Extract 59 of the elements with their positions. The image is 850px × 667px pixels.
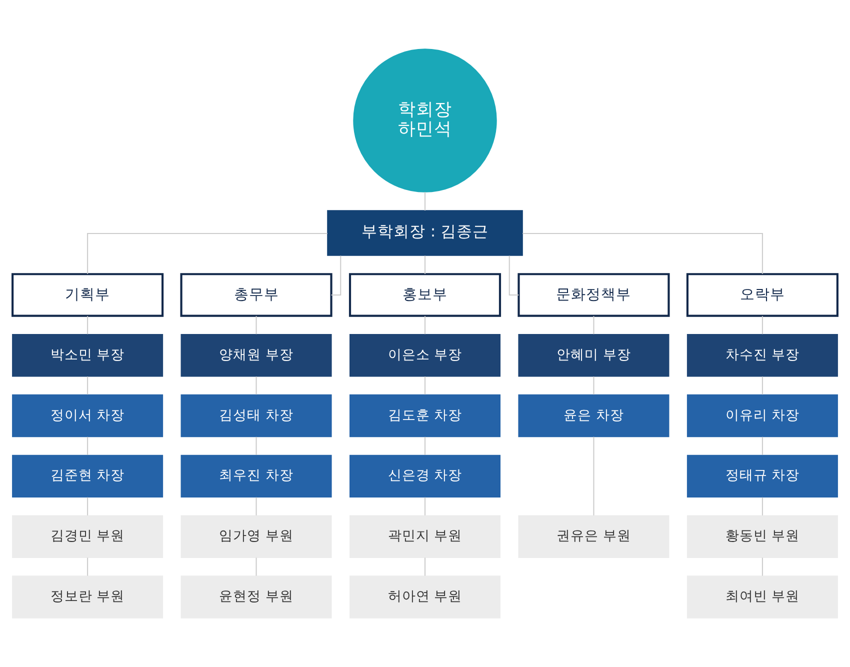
connector: [424, 497, 426, 516]
node-box: 정이서 차장: [12, 394, 164, 438]
connector: [424, 558, 426, 576]
connector: [331, 256, 342, 296]
node-box: 차수진 부장: [686, 334, 838, 377]
node-box: 김준현 차장: [12, 454, 164, 498]
connector: [87, 436, 88, 455]
connector: [87, 376, 88, 395]
node-box: 정태규 차장: [686, 454, 838, 498]
node-box: 김도훈 차장: [350, 394, 500, 438]
node-box: 윤은 차장: [518, 394, 670, 438]
connector: [762, 376, 763, 395]
connector: [256, 316, 257, 334]
node-box: 이유리 차장: [686, 394, 838, 438]
node-box: 윤현정 부원: [180, 576, 332, 618]
connector: [508, 256, 519, 296]
connector: [87, 558, 88, 576]
node-box: 곽민지 부원: [350, 515, 500, 558]
node-box: 김경민 부원: [12, 515, 164, 558]
connector: [256, 376, 257, 395]
node-box: 문화정책부: [518, 273, 670, 317]
node-box: 이은소 부장: [350, 334, 500, 377]
connector: [522, 233, 763, 274]
connector: [593, 316, 594, 334]
connector: [424, 376, 426, 395]
node-box: 황동빈 부원: [686, 515, 838, 558]
connector: [762, 436, 763, 455]
node-box: 기획부: [12, 273, 164, 317]
node-box: 양채원 부장: [180, 334, 332, 377]
connector: [87, 233, 328, 274]
node-box: 정보란 부원: [12, 576, 164, 618]
node-box: 안혜미 부장: [518, 334, 670, 377]
node-box: 신은경 차장: [350, 454, 500, 498]
connector: [87, 497, 88, 516]
node-box: 부학회장 : 김종근: [327, 210, 523, 256]
connector: [256, 436, 257, 455]
connector: [424, 316, 426, 334]
connector: [87, 316, 88, 334]
node-box: 허아연 부원: [350, 576, 500, 618]
connector: [762, 558, 763, 576]
node-box: 권유은 부원: [518, 515, 670, 558]
connector: [424, 436, 426, 455]
connector: [593, 436, 594, 516]
connector: [424, 192, 426, 211]
connector: [424, 256, 426, 274]
node-box: 최우진 차장: [180, 454, 332, 498]
node-box: 최여빈 부원: [686, 576, 838, 618]
connector: [256, 497, 257, 516]
node-box: 홍보부: [348, 273, 502, 317]
connector: [762, 497, 763, 516]
connector: [593, 376, 594, 395]
connector: [256, 558, 257, 576]
node-box: 김성태 차장: [180, 394, 332, 438]
node-box: 박소민 부장: [12, 334, 164, 377]
connector: [762, 316, 763, 334]
node-circle: 학회장 하민석: [353, 48, 497, 192]
node-box: 임가영 부원: [180, 515, 332, 558]
node-box: 오락부: [686, 273, 838, 317]
node-box: 총무부: [180, 273, 332, 317]
